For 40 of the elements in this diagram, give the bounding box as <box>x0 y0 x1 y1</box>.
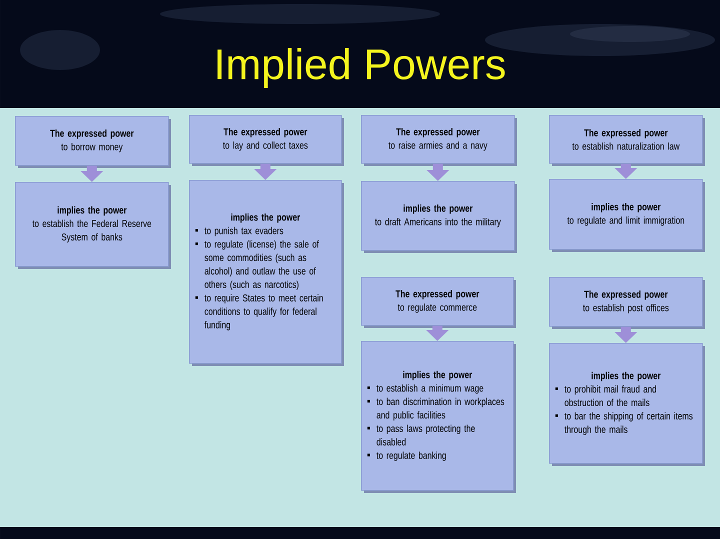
title: Implied Powers <box>218 48 505 88</box>
power-box <box>361 341 516 493</box>
box-text: to draft Americans into the military <box>375 218 501 228</box>
box-text: to raise armies and a navy <box>388 141 488 151</box>
list-item: to punish tax evaders <box>204 226 284 236</box>
box-heading: implies the power <box>592 372 661 382</box>
power-box <box>15 182 171 269</box>
box-heading: The expressed power <box>396 128 480 138</box>
box-heading: implies the power <box>404 204 473 214</box>
box-heading: implies the power <box>592 203 661 212</box>
list-item: to bar the shipping of certain items through the mails <box>564 412 693 435</box>
power-box <box>549 343 705 466</box>
box-text: to establish the Federal Reserve System of banks <box>32 220 152 242</box>
power-box <box>189 180 344 366</box>
power-box <box>549 179 705 252</box>
box-heading: The expressed power <box>50 130 134 139</box>
power-box <box>15 116 171 168</box>
list-item: to regulate (license) the sale of some commodities (such as alcohol) and outlaw the use of others (such as narcotics) <box>204 240 319 290</box>
list-item: to require States to meet certain conditions to qualify for federal funding <box>204 294 323 330</box>
box-heading: implies the power <box>231 213 300 223</box>
box-text: to establish post offices <box>583 304 669 314</box>
box-text: to borrow money <box>61 142 123 152</box>
power-box <box>361 115 517 166</box>
box-heading: The expressed power <box>224 128 308 138</box>
box-text: to regulate commerce <box>398 303 477 313</box>
list-item: to establish a minimum wage <box>376 384 484 394</box>
power-box <box>549 277 705 329</box>
power-box <box>361 277 516 328</box>
box-text: to regulate and limit immigration <box>567 216 684 226</box>
box-heading: implies the power <box>58 206 127 216</box>
box-heading: implies the power <box>403 370 472 380</box>
list-item: to regulate banking <box>376 452 446 461</box>
power-box <box>189 115 344 166</box>
box-heading: The expressed power <box>584 129 668 138</box>
box-heading: The expressed power <box>396 290 480 300</box>
box-heading: The expressed power <box>584 290 668 300</box>
power-box <box>361 181 517 253</box>
power-box <box>549 115 705 166</box>
box-text: to lay and collect taxes <box>223 141 308 151</box>
box-text: to establish naturalization law <box>572 142 680 150</box>
